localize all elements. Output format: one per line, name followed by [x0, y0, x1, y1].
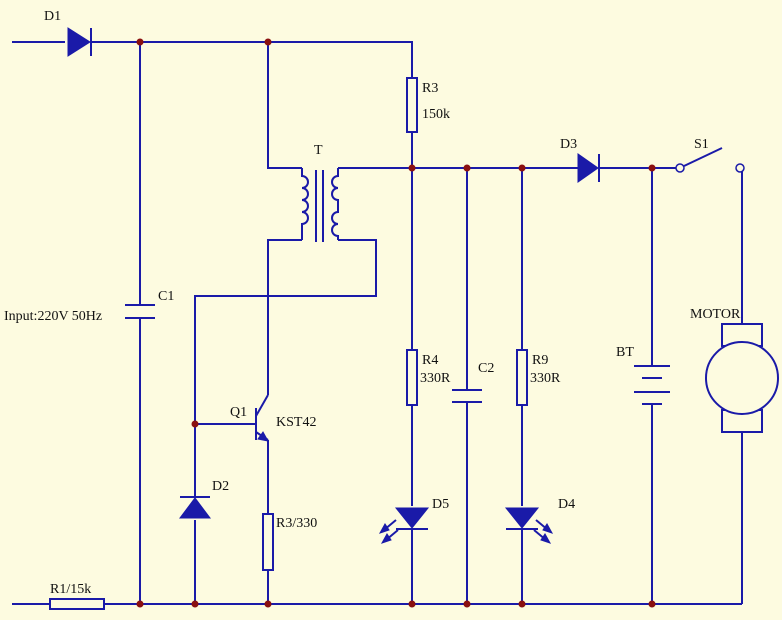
diode-d1: [67, 27, 92, 57]
capacitor-c1: [125, 304, 155, 319]
transistor-q1: [248, 394, 269, 442]
label-r3-330: R3/330: [276, 516, 317, 531]
battery-bt: [634, 365, 670, 405]
diode-d3: [577, 153, 600, 183]
label-d2: D2: [212, 479, 229, 494]
label-c2: C2: [478, 361, 494, 376]
label-s1: S1: [694, 137, 709, 152]
label-d3: D3: [560, 137, 577, 152]
label-d1: D1: [44, 9, 61, 24]
junction-dots: [136, 38, 656, 608]
label-t: T: [314, 143, 323, 158]
wires: [12, 41, 743, 605]
label-d4: D4: [558, 497, 575, 512]
switch-s1: [675, 147, 745, 173]
label-c1: C1: [158, 289, 174, 304]
led-d4: [504, 507, 554, 544]
diode-d2: [179, 496, 211, 519]
label-r9: R9: [532, 353, 548, 368]
label-r1: R1/15k: [50, 582, 91, 597]
label-r9-value: 330R: [530, 371, 561, 386]
resistor-r3-330: [262, 513, 274, 571]
label-bt: BT: [616, 345, 634, 360]
label-r4: R4: [422, 353, 438, 368]
resistor-r4: [406, 349, 418, 406]
label-r4-value: 330R: [420, 371, 451, 386]
label-d5: D5: [432, 497, 449, 512]
labels: D1 C1 Input:220V 50Hz R1/15k T Q1 KST42 …: [4, 9, 741, 597]
motor: [705, 323, 779, 433]
capacitor-c2: [452, 389, 482, 403]
resistor-r3: [406, 77, 418, 133]
label-motor: MOTOR: [690, 307, 741, 322]
label-q1-part: KST42: [276, 415, 316, 430]
label-input: Input:220V 50Hz: [4, 309, 102, 324]
led-d5: [378, 507, 430, 544]
resistor-r1: [49, 598, 105, 610]
transformer-t: [301, 168, 339, 242]
label-r3: R3: [422, 81, 438, 96]
label-q1: Q1: [230, 405, 247, 420]
resistor-r9: [516, 349, 528, 406]
label-r3-value: 150k: [422, 107, 450, 122]
